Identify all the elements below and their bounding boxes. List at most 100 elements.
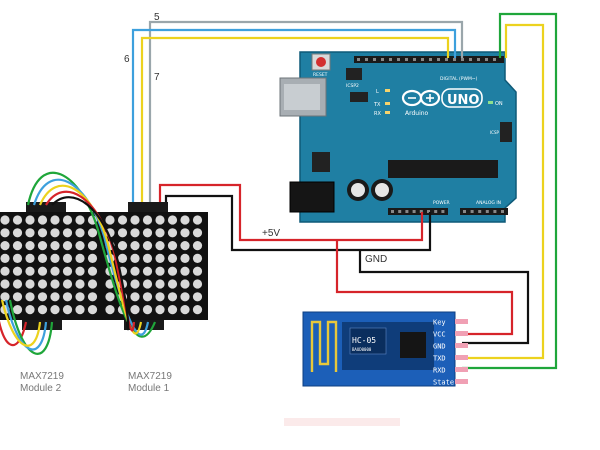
digital-label: DIGITAL (PWM~) [440, 76, 478, 82]
power-label: POWER [433, 200, 450, 206]
matrix-1-led [180, 253, 190, 263]
matrix-2-led [25, 241, 35, 251]
wire-6-blue [131, 28, 457, 207]
matrix-2-led [0, 228, 10, 238]
matrix-1-led [192, 215, 203, 225]
analog-pin [493, 210, 497, 213]
matrix-2-led [62, 253, 73, 263]
matrix-2-led [87, 253, 98, 263]
digital-pin [405, 58, 408, 61]
matrix-2-led [25, 215, 35, 225]
matrix-1-led [105, 215, 115, 225]
matrix-2-led [87, 228, 98, 238]
matrix-1-led [130, 228, 140, 238]
matrix-1-led [192, 292, 203, 302]
matrix-2-led [37, 266, 48, 276]
matrix-2-led [62, 279, 73, 289]
on-label: ON [495, 101, 503, 107]
matrix-1-led [117, 215, 128, 225]
matrix-2-led [37, 292, 48, 302]
icsp-label: ICSP [490, 130, 500, 135]
arduino-logo: Arduino [401, 89, 441, 117]
atmega-chip [388, 160, 498, 178]
matrix-1-led [142, 279, 153, 289]
matrix-1-led [180, 292, 190, 302]
matrix-2-led [12, 253, 23, 263]
wire-tx-yellow [462, 23, 545, 360]
digital-pin [437, 58, 440, 61]
matrix-1-led [180, 305, 190, 315]
analog-pin [485, 210, 489, 213]
matrix-1-led [130, 279, 140, 289]
matrix-1-led [142, 241, 153, 251]
matrix-2-led [75, 253, 85, 263]
matrix-2-led [12, 266, 23, 276]
matrix-2-led [75, 228, 85, 238]
hc05-pin-label-vcc: VCC [433, 331, 446, 339]
matrix-2-header-top [26, 202, 66, 212]
wire-gnd-bt-black [358, 250, 530, 345]
matrix-1-header-bottom [124, 320, 164, 330]
matrix-1-led [117, 228, 128, 238]
digital-pin [421, 58, 424, 61]
led-l-label: L [376, 89, 379, 95]
matrix-1-led [117, 253, 128, 263]
matrix-2-led [87, 241, 98, 251]
digital-pin-row [357, 58, 496, 61]
power-pin [405, 210, 409, 213]
analog-pin [501, 210, 504, 213]
matrix-1-led [105, 305, 115, 315]
matrix-2-led [25, 279, 35, 289]
digital-pin [397, 58, 400, 61]
matrix-2-led [50, 266, 60, 276]
matrix-1-led [167, 253, 178, 263]
chain-wires [0, 171, 157, 355]
hc05-pin-label-rxd: RXD [433, 367, 446, 375]
power-pin [391, 210, 394, 213]
reset-label: RESET [313, 72, 328, 78]
matrix-2-led [0, 292, 10, 302]
matrix-1-led [167, 228, 178, 238]
matrix-1-led [142, 215, 153, 225]
matrix-2-led [0, 215, 10, 225]
matrix-2-led [62, 292, 73, 302]
antenna-trace [310, 320, 338, 372]
power-header [388, 208, 448, 215]
matrix-2-led [37, 253, 48, 263]
matrix-1-led [167, 266, 178, 276]
wire-5-gray [148, 20, 464, 207]
matrix-2-led [50, 305, 60, 315]
matrix-2-led [25, 228, 35, 238]
chain-wire-left-2 [8, 299, 54, 355]
digital-pin [381, 58, 384, 61]
matrix-1-led [155, 215, 165, 225]
digital-pin [373, 58, 376, 61]
hc05-ic [400, 332, 426, 358]
chain-wire-green [26, 171, 157, 338]
power-pin [427, 210, 430, 213]
chain-wire-left-3 [4, 299, 48, 351]
matrix-2-led [62, 215, 73, 225]
matrix-2-led [50, 228, 60, 238]
digital-pin [357, 58, 360, 61]
matrix-2-led [37, 279, 48, 289]
matrix-1-led [155, 241, 165, 251]
hc05-pin-txd [455, 355, 468, 360]
chain-wire-left-4 [0, 299, 42, 347]
matrix-2-led [0, 241, 10, 251]
matrix-2-led [50, 253, 60, 263]
matrix-1-led [167, 279, 178, 289]
matrix-2-led [25, 266, 35, 276]
matrix-1-led [117, 241, 128, 251]
wire-vcc-bt-red [335, 240, 514, 336]
matrix-1-led [180, 215, 190, 225]
matrix-1-led [130, 305, 140, 315]
bottom-fade-bar [284, 418, 400, 426]
digital-pin [493, 58, 496, 61]
led-tx-label: TX [373, 102, 381, 108]
matrix-1-led [142, 266, 153, 276]
digital-pin [413, 58, 416, 61]
matrix-2-led [12, 241, 23, 251]
matrix-2-led [37, 241, 48, 251]
power-pin [441, 210, 445, 213]
